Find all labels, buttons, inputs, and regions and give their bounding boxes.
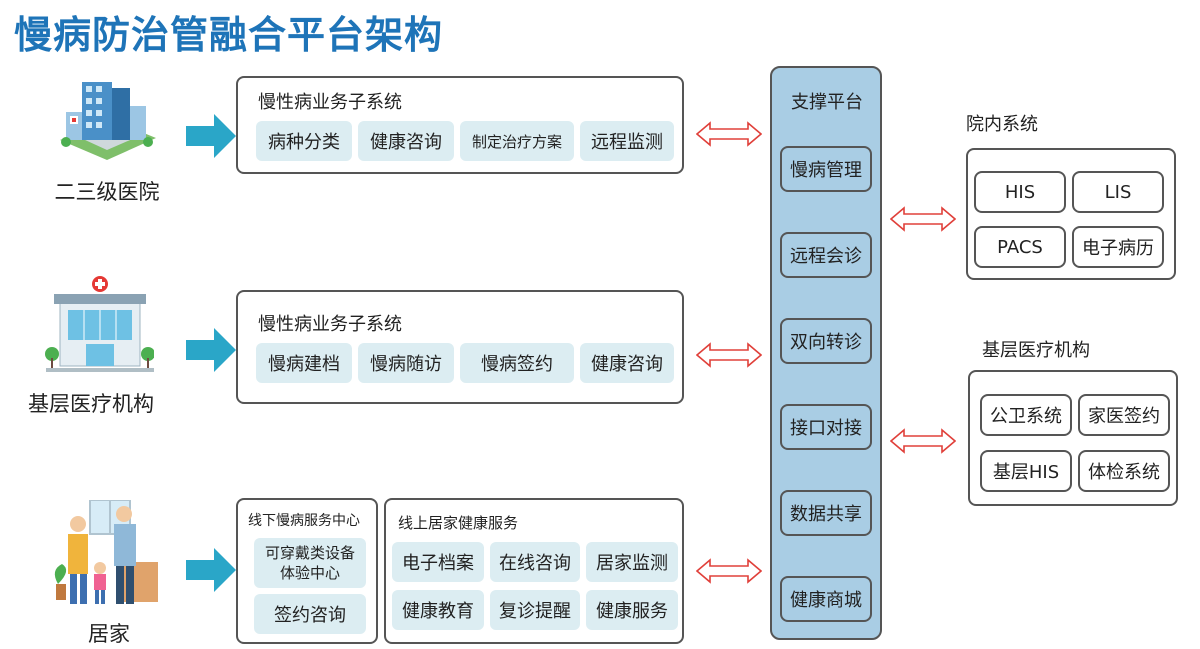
chip-online-item: 健康服务 bbox=[586, 590, 678, 630]
in-hospital-item: LIS bbox=[1072, 171, 1164, 213]
support-item: 接口对接 bbox=[780, 404, 872, 450]
double-arrow-icon bbox=[890, 206, 956, 232]
chip-hospital-item: 健康咨询 bbox=[358, 121, 454, 161]
support-item: 健康商城 bbox=[780, 576, 872, 622]
hospital-building-icon bbox=[52, 72, 162, 162]
support-item: 远程会诊 bbox=[780, 232, 872, 278]
panel-title: 慢性病业务子系统 bbox=[258, 314, 402, 335]
double-arrow-icon bbox=[890, 428, 956, 454]
family-home-icon bbox=[50, 499, 160, 610]
source-label-clinic: 基层医疗机构 bbox=[28, 392, 154, 416]
source-label-hospital: 二三级医院 bbox=[54, 180, 160, 204]
chip-primary-item: 健康咨询 bbox=[580, 343, 674, 383]
panel-title: 线上居家健康服务 bbox=[398, 514, 519, 532]
chip-online-item: 复诊提醒 bbox=[490, 590, 580, 630]
double-arrow-icon bbox=[696, 121, 762, 147]
in-hospital-item: 电子病历 bbox=[1072, 226, 1164, 268]
clinic-icon bbox=[44, 276, 155, 372]
in-hospital-item: HIS bbox=[974, 171, 1066, 213]
support-item: 双向转诊 bbox=[780, 318, 872, 364]
in-hospital-title: 院内系统 bbox=[966, 114, 1038, 135]
chip-hospital-item: 病种分类 bbox=[256, 121, 352, 161]
chip-online-item: 在线咨询 bbox=[490, 542, 580, 582]
chip-hospital-item: 制定治疗方案 bbox=[460, 121, 574, 161]
chip-primary-item: 慢病随访 bbox=[358, 343, 454, 383]
panel-title: 线下慢病服务中心 bbox=[248, 513, 360, 529]
chip-offline-item: 可穿戴类设备 体验中心 bbox=[254, 538, 366, 588]
double-arrow-icon bbox=[696, 558, 762, 584]
panel-title: 慢性病业务子系统 bbox=[258, 92, 402, 113]
in-hospital-item: PACS bbox=[974, 226, 1066, 268]
chip-online-item: 居家监测 bbox=[586, 542, 678, 582]
chip-offline-item: 签约咨询 bbox=[254, 594, 366, 634]
double-arrow-icon bbox=[696, 342, 762, 368]
flow-arrow-icon bbox=[186, 114, 236, 158]
support-item: 慢病管理 bbox=[780, 146, 872, 192]
support-platform-title: 支撑平台 bbox=[791, 92, 863, 113]
chip-online-item: 健康教育 bbox=[392, 590, 484, 630]
support-item: 数据共享 bbox=[780, 490, 872, 536]
primary-institutions-item: 公卫系统 bbox=[980, 394, 1072, 436]
source-label-home: 居家 bbox=[88, 622, 130, 646]
chip-primary-item: 慢病建档 bbox=[256, 343, 352, 383]
chip-online-item: 电子档案 bbox=[392, 542, 484, 582]
flow-arrow-icon bbox=[186, 328, 236, 372]
flow-arrow-icon bbox=[186, 548, 236, 592]
primary-institutions-title: 基层医疗机构 bbox=[982, 340, 1090, 361]
primary-institutions-item: 体检系统 bbox=[1078, 450, 1170, 492]
primary-institutions-item: 家医签约 bbox=[1078, 394, 1170, 436]
primary-institutions-item: 基层HIS bbox=[980, 450, 1072, 492]
chip-hospital-item: 远程监测 bbox=[580, 121, 674, 161]
chip-primary-item: 慢病签约 bbox=[460, 343, 574, 383]
page-title: 慢病防治管融合平台架构 bbox=[14, 13, 444, 57]
